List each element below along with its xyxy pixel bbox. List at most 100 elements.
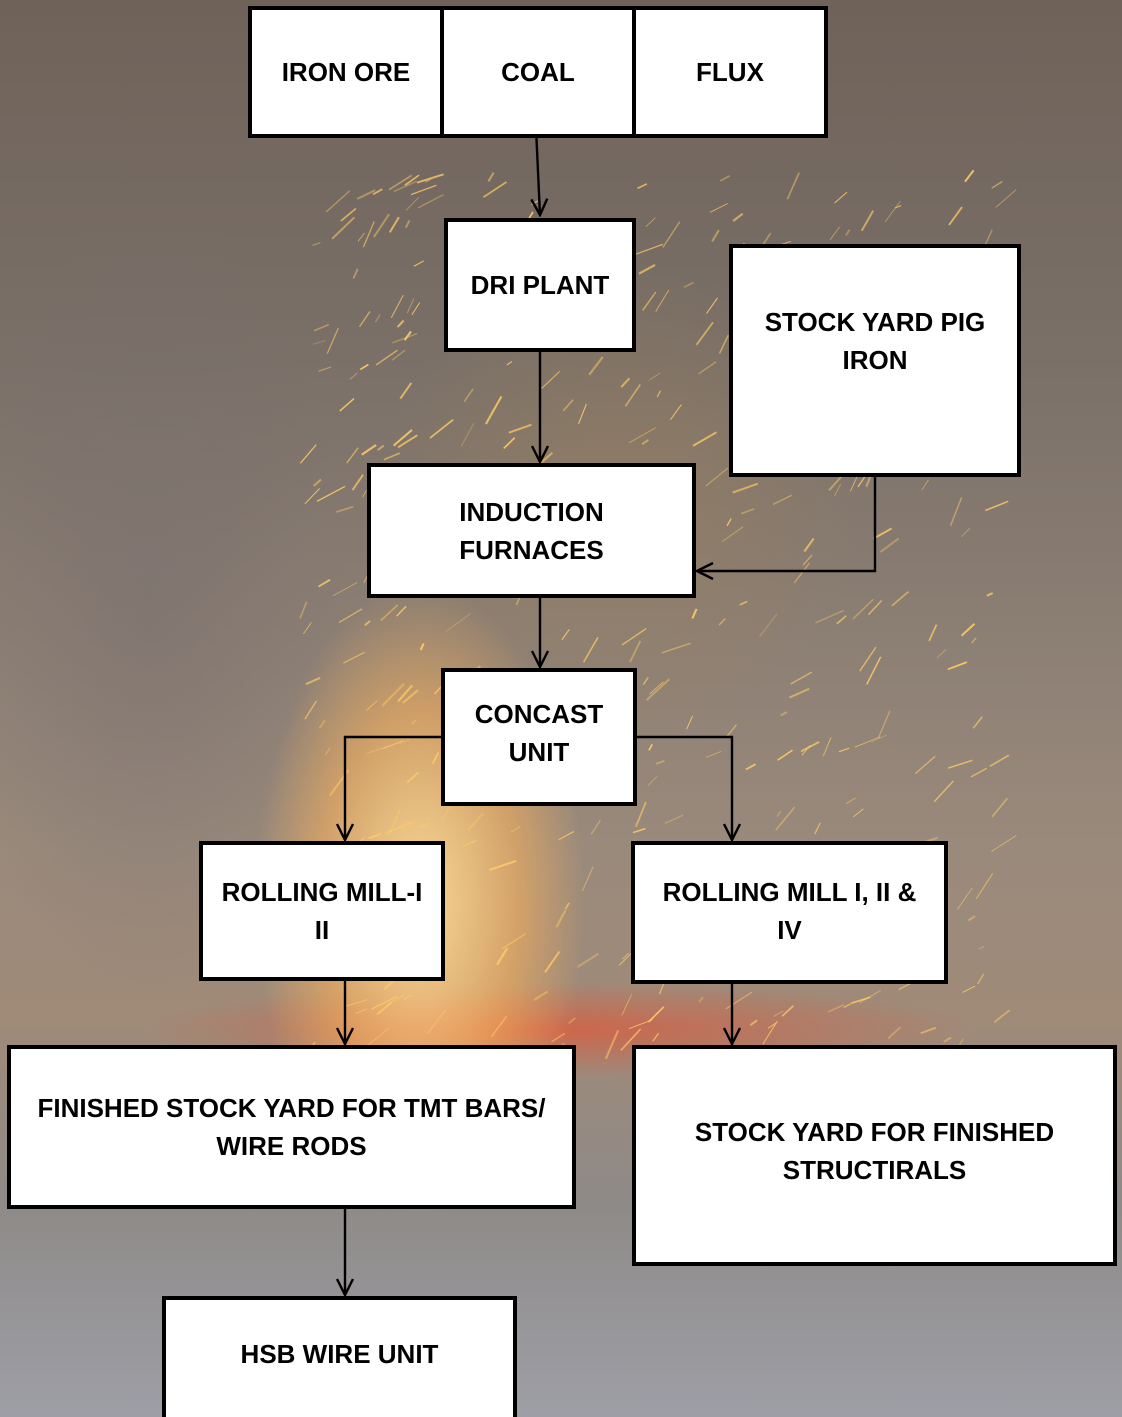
spark xyxy=(762,1020,778,1045)
spark xyxy=(503,436,516,450)
spark xyxy=(686,715,694,730)
spark xyxy=(970,767,988,778)
spark xyxy=(487,172,495,182)
spark xyxy=(933,780,954,803)
spark xyxy=(960,623,976,637)
spark xyxy=(721,526,744,543)
spark xyxy=(392,429,413,447)
spark xyxy=(551,1032,566,1043)
spark xyxy=(976,973,985,985)
spark xyxy=(299,601,308,619)
spark xyxy=(642,676,649,686)
spark xyxy=(732,212,744,222)
spark xyxy=(705,467,729,487)
spark xyxy=(620,377,631,388)
node-flux-label: FLUX xyxy=(696,57,764,87)
spark xyxy=(396,605,407,617)
spark xyxy=(380,604,399,622)
spark xyxy=(339,398,355,412)
spark xyxy=(506,361,513,366)
spark xyxy=(355,1008,368,1015)
spark xyxy=(368,833,382,840)
spark xyxy=(419,643,425,651)
spark xyxy=(325,190,351,213)
spark xyxy=(710,203,728,213)
spark xyxy=(989,754,1010,768)
spark xyxy=(725,991,753,1010)
spark xyxy=(647,775,658,786)
spark xyxy=(991,180,1003,189)
node-concast-unit-label: CONCAST UNIT xyxy=(474,699,604,767)
spark xyxy=(920,1026,937,1035)
node-induction-furnaces-label: INDUCTION FURNACES xyxy=(459,496,604,565)
spark xyxy=(850,996,871,1005)
spark xyxy=(388,216,400,233)
spark xyxy=(961,527,971,538)
spark xyxy=(590,820,601,835)
spark xyxy=(652,1032,660,1042)
node-induction-furnaces: INDUCTION FURNACES xyxy=(367,463,696,598)
spark xyxy=(656,390,662,398)
spark xyxy=(383,452,401,461)
spark xyxy=(312,478,322,487)
spark xyxy=(510,825,521,833)
spark xyxy=(986,592,994,597)
spark xyxy=(649,372,661,381)
spark xyxy=(739,600,748,606)
spark xyxy=(972,716,983,729)
spark xyxy=(936,649,947,659)
spark xyxy=(843,1003,852,1009)
spark xyxy=(404,174,420,186)
spark xyxy=(887,1026,901,1040)
spark xyxy=(978,946,985,950)
spark xyxy=(991,835,1017,852)
spark xyxy=(786,172,800,200)
spark xyxy=(695,321,714,346)
spark xyxy=(351,474,364,491)
spark xyxy=(745,763,757,771)
node-dri-plant: DRI PLANT xyxy=(444,218,636,352)
spark xyxy=(393,180,418,193)
node-rolling-mill-iii-label: ROLLING MILL-III xyxy=(221,877,423,945)
spark xyxy=(948,206,963,226)
spark xyxy=(802,554,813,566)
spark xyxy=(402,689,419,704)
spark xyxy=(877,710,891,739)
spark xyxy=(349,372,358,380)
spark xyxy=(632,827,646,834)
spark xyxy=(621,994,632,1016)
spark xyxy=(995,189,1017,208)
spark xyxy=(391,349,406,361)
spark xyxy=(318,578,331,588)
spark xyxy=(834,483,842,497)
spark xyxy=(993,1009,1011,1023)
spark xyxy=(772,494,793,506)
spark xyxy=(635,801,647,827)
spark xyxy=(305,676,321,686)
spark xyxy=(562,399,574,412)
node-dri-plant-label: DRI PLANT xyxy=(470,270,610,300)
spark xyxy=(845,797,856,805)
spark xyxy=(568,1017,576,1025)
spark xyxy=(621,628,647,646)
spark xyxy=(732,482,759,494)
node-hsb-wire-unit: HSB WIRE UNIT xyxy=(162,1296,517,1417)
spark xyxy=(362,221,375,248)
spark xyxy=(661,642,691,654)
node-concast-unit: CONCAST UNIT xyxy=(441,668,637,806)
spark xyxy=(884,200,901,223)
spark xyxy=(410,184,437,196)
spark xyxy=(541,370,561,390)
spark xyxy=(345,999,368,1007)
spark xyxy=(313,323,330,332)
spark xyxy=(357,232,365,242)
spark xyxy=(338,608,363,624)
spark xyxy=(645,678,671,701)
spark xyxy=(343,651,365,664)
spark xyxy=(405,196,420,211)
spark xyxy=(373,213,390,238)
spark xyxy=(501,933,526,950)
spark xyxy=(628,427,657,444)
node-finished-stock-yard-tmt-label: FINISHED STOCK YARD FOR TMT BARS/ WIRE R… xyxy=(37,1093,546,1161)
